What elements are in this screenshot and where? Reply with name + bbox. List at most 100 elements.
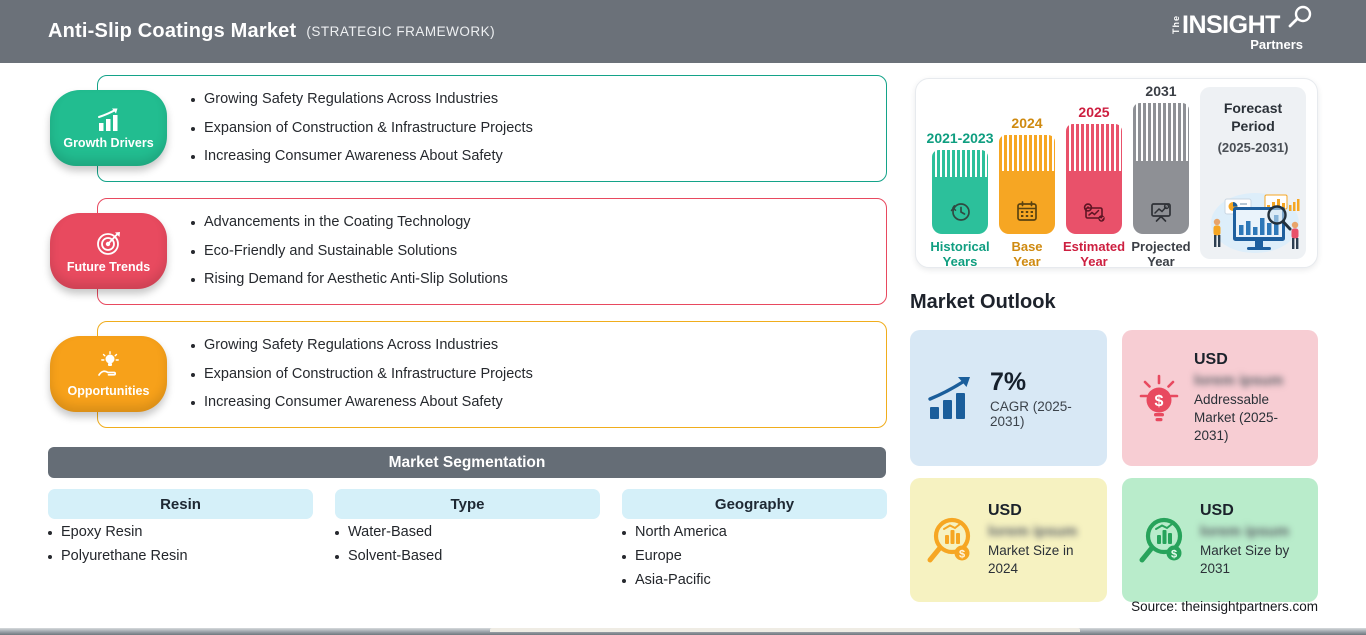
bullet-text: Increasing Consumer Awareness About Safe… xyxy=(204,148,503,165)
currency-label: USD xyxy=(1194,350,1228,368)
future-trends-badge: Future Trends xyxy=(50,213,167,289)
cagr-label: CAGR (2025-2031) xyxy=(990,398,1072,429)
card-label: Market Size by 2031 xyxy=(1200,542,1290,576)
market-segmentation-header: Market Segmentation xyxy=(48,447,886,478)
segment-item: Solvent-Based xyxy=(348,547,443,564)
segment-header-geography: Geography xyxy=(622,489,887,519)
segment-item: Epoxy Resin xyxy=(61,524,143,540)
insight-partners-logo: The INSIGHT Partners xyxy=(1171,5,1312,55)
source-attribution: Source: theinsightpartners.com xyxy=(1131,599,1318,614)
timeline-bar-estimated: 2025 Estimated Year xyxy=(1062,83,1126,270)
badge-label: Future Trends xyxy=(66,259,151,274)
market-outlook-title: Market Outlook xyxy=(910,291,1056,313)
gear-chart-icon xyxy=(1083,203,1105,222)
forecast-period-panel: Forecast Period (2025-2031) xyxy=(1200,87,1306,259)
list-item: North America xyxy=(622,524,887,541)
cagr-card: 7% CAGR (2025-2031) xyxy=(910,330,1107,466)
currency-label: USD xyxy=(988,501,1022,519)
list-item: Expansion of Construction & Infrastructu… xyxy=(191,120,886,137)
list-item: Growing Safety Regulations Across Indust… xyxy=(191,91,886,108)
logo-insight-text: INSIGHT xyxy=(1182,11,1280,39)
bar-shape xyxy=(999,135,1055,234)
badge-label: Opportunities xyxy=(67,383,150,398)
market-size-2024-card: $ USD lorem ipsum Market Size in 2024 xyxy=(910,478,1107,602)
bar-shape xyxy=(932,150,988,234)
bullet-dot-icon xyxy=(335,554,339,559)
list-item: Solvent-Based xyxy=(335,548,600,565)
bullet-text: Increasing Consumer Awareness About Safe… xyxy=(204,394,503,411)
segment-item: Asia-Pacific xyxy=(635,571,711,588)
card-text-block: USD lorem ipsum Addressable Market (2025… xyxy=(1194,351,1304,446)
bullet-dot-icon xyxy=(191,98,195,103)
presentation-icon xyxy=(1151,203,1171,222)
bar-growth-arrow-icon xyxy=(928,377,970,419)
header-bar: Anti-Slip Coatings Market (STRATEGIC FRA… xyxy=(0,0,1366,63)
bullet-dot-icon xyxy=(191,344,195,349)
bullet-dot-icon xyxy=(191,401,195,406)
list-item: Europe xyxy=(622,548,887,565)
bullet-dot-icon xyxy=(191,372,195,377)
bullet-dot-icon xyxy=(48,554,52,559)
bar-stripes xyxy=(932,150,988,177)
year-label: 2021-2023 xyxy=(926,130,994,146)
list-item: Water-Based xyxy=(335,524,600,541)
svg-text:$: $ xyxy=(1171,549,1177,561)
bullet-text: Expansion of Construction & Infrastructu… xyxy=(204,119,533,136)
bulb-hand-icon xyxy=(97,350,119,376)
bullet-dot-icon xyxy=(622,531,626,535)
bullet-dot-icon xyxy=(335,531,339,535)
list-item: Advancements in the Coating Technology xyxy=(191,214,886,231)
magnifier-chart-orange-icon: $ xyxy=(927,517,971,563)
segment-items-resin: Epoxy Resin Polyurethane Resin xyxy=(48,524,313,565)
bar-caption: Estimated Year xyxy=(1062,239,1126,269)
future-trends-box: Advancements in the Coating Technology E… xyxy=(97,198,887,305)
list-item: Growing Safety Regulations Across Indust… xyxy=(191,337,886,354)
bullet-dot-icon xyxy=(48,531,52,535)
bullet-dot-icon xyxy=(191,221,195,226)
segment-items-geography: North America Europe Asia-Pacific xyxy=(622,524,887,589)
bullet-dot-icon xyxy=(622,554,626,559)
bullet-text: Growing Safety Regulations Across Indust… xyxy=(204,91,499,108)
addressable-market-card: $ USD lorem ipsum Addressable Market (20… xyxy=(1122,330,1318,466)
list-item: Increasing Consumer Awareness About Safe… xyxy=(191,148,886,165)
bar-caption: Projected Year xyxy=(1131,239,1191,269)
growth-drivers-box: Growing Safety Regulations Across Indust… xyxy=(97,75,887,182)
card-label: Addressable Market (2025-2031) xyxy=(1194,391,1279,444)
growth-drivers-badge: Growth Drivers xyxy=(50,90,167,166)
list-item: Rising Demand for Aesthetic Anti-Slip So… xyxy=(191,271,886,288)
timeline-bar-historical: 2021-2023 Historical Years xyxy=(927,83,994,270)
bullet-text: Growing Safety Regulations Across Indust… xyxy=(204,337,499,354)
blurred-market-value: lorem ipsum xyxy=(988,522,1078,540)
segment-item: Polyurethane Resin xyxy=(61,547,188,564)
list-item: Eco-Friendly and Sustainable Solutions xyxy=(191,243,886,260)
bar-caption: Base Year xyxy=(1011,239,1043,269)
bar-shape xyxy=(1133,103,1189,234)
currency-label: USD xyxy=(1200,501,1234,519)
list-item: Asia-Pacific xyxy=(622,572,887,589)
page-subtitle: (STRATEGIC FRAMEWORK) xyxy=(306,24,496,39)
analytics-illustration xyxy=(1211,193,1300,253)
segment-header-type: Type xyxy=(335,489,600,519)
segment-items-type: Water-Based Solvent-Based xyxy=(335,524,600,565)
list-item: Expansion of Construction & Infrastructu… xyxy=(191,366,886,383)
list-item: Increasing Consumer Awareness About Safe… xyxy=(191,394,886,411)
card-text-block: USD lorem ipsum Market Size in 2024 xyxy=(988,502,1093,578)
calendar-icon xyxy=(1017,201,1037,221)
clock-history-icon xyxy=(950,203,970,221)
target-dart-icon xyxy=(96,231,120,255)
timeline-bar-base: 2024 xyxy=(999,83,1055,270)
bullet-text: Eco-Friendly and Sustainable Solutions xyxy=(204,242,458,259)
forecast-period-range: (2025-2031) xyxy=(1217,140,1289,155)
bar-stripes xyxy=(1066,124,1122,171)
year-label: 2025 xyxy=(1078,104,1110,120)
magnifier-logo-icon xyxy=(1288,5,1312,28)
list-item: Epoxy Resin xyxy=(48,524,313,541)
bottom-divider-highlight xyxy=(490,628,1080,632)
segment-item: North America xyxy=(635,524,727,540)
bullet-text: Rising Demand for Aesthetic Anti-Slip So… xyxy=(204,271,508,288)
year-label: 2031 xyxy=(1145,83,1177,99)
segment-header-resin: Resin xyxy=(48,489,313,519)
dollar-bulb-icon: $ xyxy=(1139,374,1179,422)
year-label: 2024 xyxy=(1011,115,1043,131)
segment-item: Europe xyxy=(635,547,682,564)
